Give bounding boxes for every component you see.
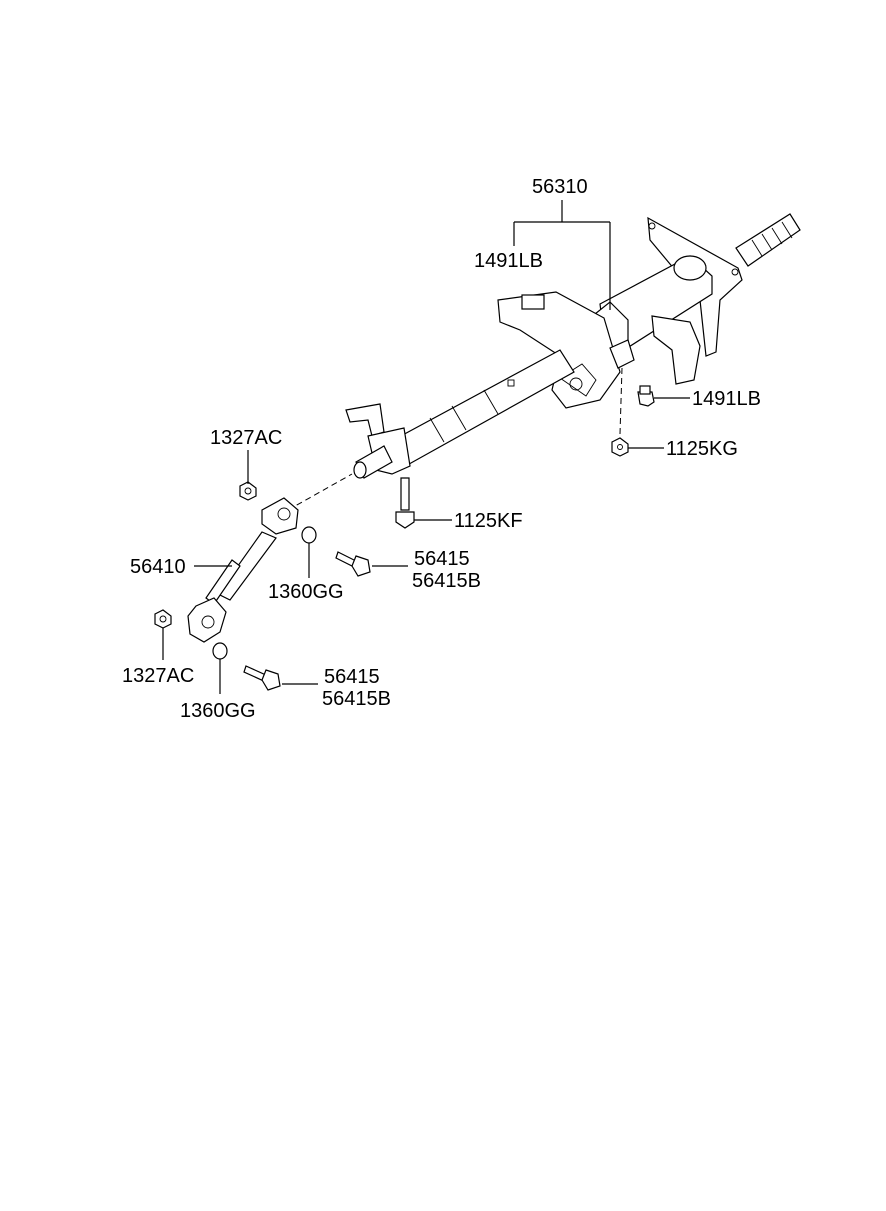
intermediate-shaft-assembly bbox=[187, 497, 299, 643]
nut-1125kg bbox=[611, 437, 629, 457]
label-1125kg: 1125KG bbox=[666, 438, 738, 460]
label-1360gg-lower: 1360GG bbox=[180, 700, 256, 722]
bolt-56415-upper bbox=[335, 551, 371, 577]
washer-1360gg-upper bbox=[301, 526, 317, 544]
label-1491lb-upper: 1491LB bbox=[474, 250, 543, 272]
label-56310: 56310 bbox=[532, 176, 588, 198]
label-1125kf: 1125KF bbox=[454, 510, 523, 532]
alignment-line-nut bbox=[619, 367, 623, 435]
label-56415-upper: 56415 bbox=[414, 548, 470, 570]
washer-1360gg-lower bbox=[212, 642, 228, 660]
alignment-line-shaft bbox=[287, 473, 353, 511]
label-56415b-upper: 56415B bbox=[412, 570, 481, 592]
label-56415-lower: 56415 bbox=[324, 666, 380, 688]
leader-lines bbox=[162, 200, 690, 694]
label-1491lb-right: 1491LB bbox=[692, 388, 761, 410]
label-56415b-lower: 56415B bbox=[322, 688, 391, 710]
bolt-1125kf bbox=[395, 477, 415, 529]
bolt-56415-lower bbox=[243, 665, 281, 691]
clip-1491lb bbox=[637, 385, 655, 407]
steering-column-assembly bbox=[345, 213, 801, 479]
label-1327ac-lower: 1327AC bbox=[122, 665, 194, 687]
nut-1327ac-lower bbox=[154, 609, 172, 629]
label-1327ac-upper: 1327AC bbox=[210, 427, 282, 449]
label-1360gg-upper: 1360GG bbox=[268, 581, 344, 603]
label-56410: 56410 bbox=[130, 556, 186, 578]
nut-1327ac-upper bbox=[239, 481, 257, 501]
